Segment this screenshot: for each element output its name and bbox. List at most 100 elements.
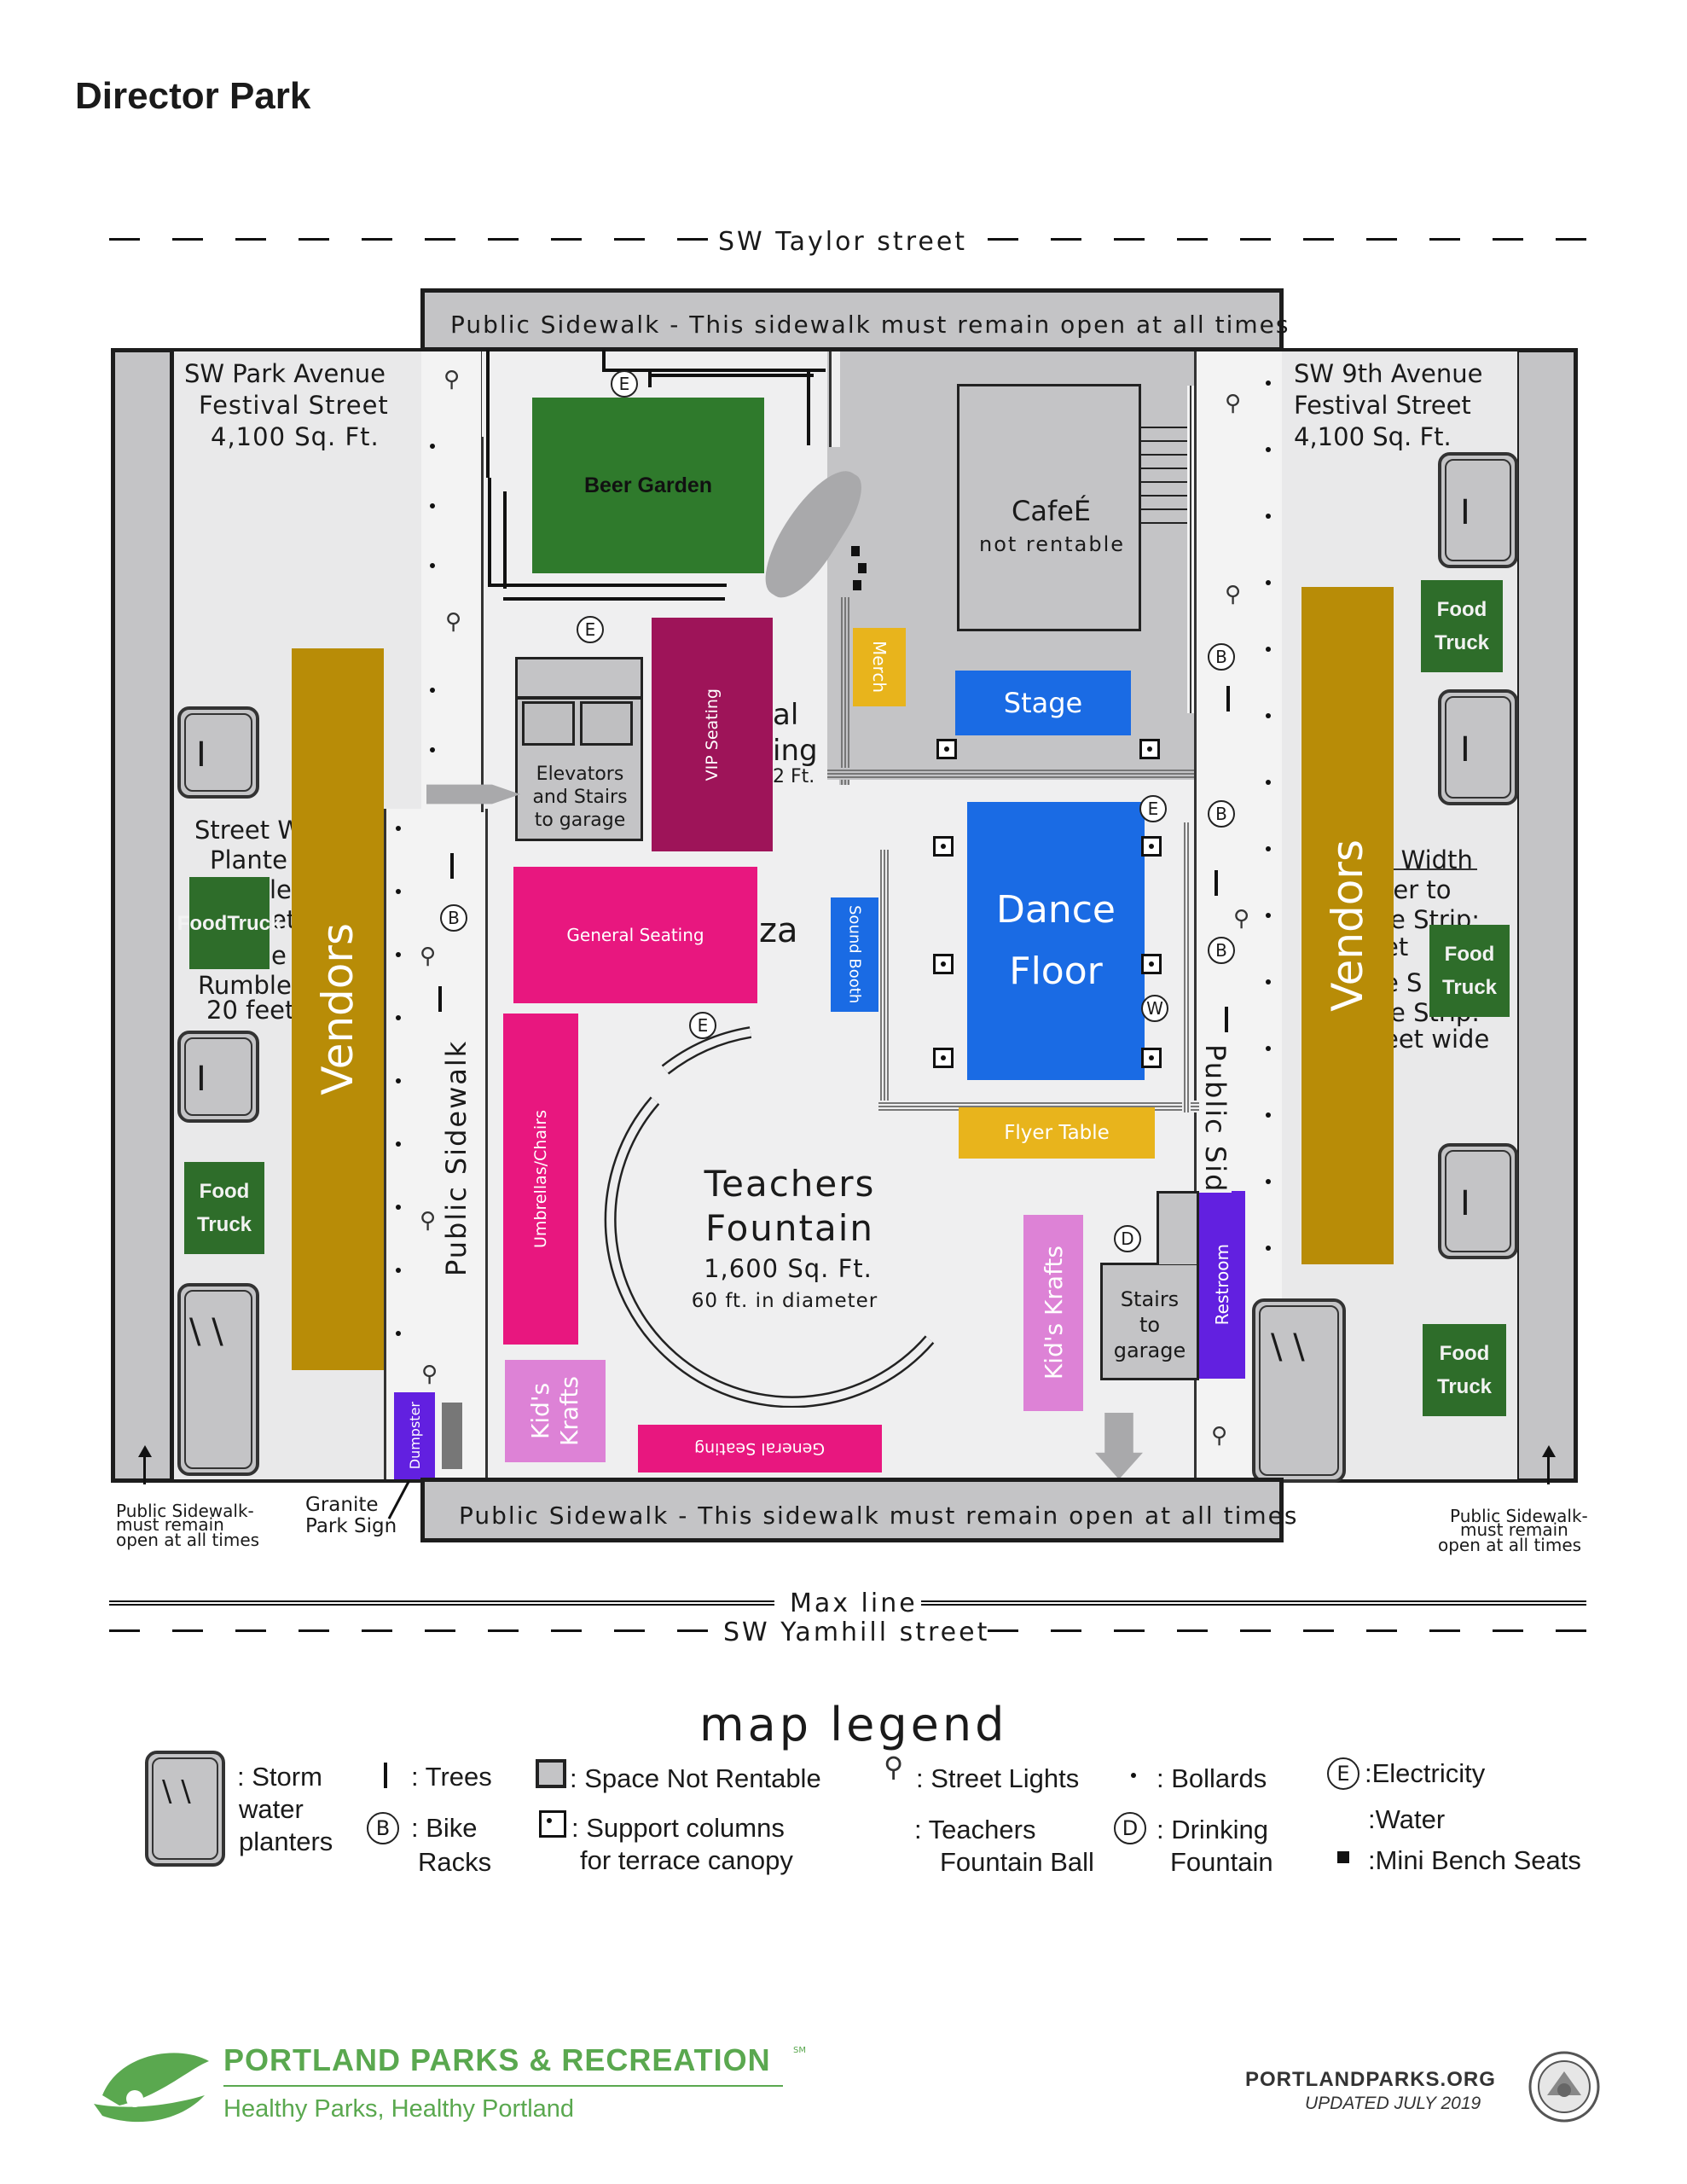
fountain-size: 1,600 Sq. Ft. [704, 1254, 872, 1283]
planter-mark: \ \ [162, 1774, 191, 1809]
footer-rule [223, 2085, 783, 2087]
kids-krafts-left[interactable]: Kid's Krafts [505, 1360, 606, 1462]
wall [829, 351, 840, 447]
cafe-note: not rentable [979, 532, 1126, 556]
food-truck-right-3-line1: Food [1439, 1342, 1490, 1365]
left-note-2: Plante [210, 845, 287, 874]
page-title: Director Park [75, 75, 311, 117]
street-light-icon: ⚲ [1233, 906, 1250, 932]
tree-icon [1226, 686, 1230, 712]
right-sidewalk-label: Public Sid [1199, 1044, 1232, 1194]
support-column [1141, 1048, 1162, 1068]
mini-bench [853, 580, 861, 590]
legend-bollards: : Bollards [1157, 1763, 1267, 1793]
stage[interactable]: Stage [955, 671, 1131, 735]
left-note-3: le [270, 875, 292, 904]
legend-tree-icon [384, 1763, 387, 1788]
left-sidewalk-note-1: Public Sidewalk- [116, 1501, 254, 1521]
city-seal [1528, 2051, 1600, 2123]
electricity-icon: E [1139, 795, 1167, 822]
flyer-table-label: Flyer Table [1004, 1122, 1110, 1144]
legend-drinking2: Fountain [1170, 1847, 1273, 1877]
bollard-icon [396, 1205, 401, 1210]
bollard-icon [396, 1331, 401, 1336]
storm-planter-left-1: I [177, 706, 259, 799]
cafe-building [957, 384, 1141, 631]
yamhill-street-label: SW Yamhill street [723, 1618, 990, 1647]
wall [488, 478, 491, 587]
tree-mark: I [1460, 493, 1470, 532]
legend-trees: : Trees [411, 1762, 492, 1792]
kids-krafts-left-label: Kid's Krafts [526, 1376, 583, 1446]
left-sidewalk-label: Public Sidewalk [440, 1039, 472, 1276]
food-truck-left-lower-line1: Food [199, 1180, 250, 1203]
restroom-label: Restroom [1212, 1244, 1232, 1326]
website-url[interactable]: PORTLANDPARKS.ORG [1245, 2068, 1496, 2091]
left-sidewalk-note-3: open at all times [116, 1530, 260, 1550]
restroom[interactable]: Restroom [1199, 1191, 1245, 1379]
support-column [933, 1048, 954, 1068]
merch[interactable]: Merch [853, 628, 906, 706]
right-note-7: eet wide [1383, 1025, 1490, 1054]
tagline: Healthy Parks, Healthy Portland [223, 2095, 575, 2123]
elevator-car [580, 701, 633, 746]
food-truck-left-upper-line2: Truck [227, 911, 282, 935]
tree-icon [450, 853, 454, 879]
left-lane-strip [111, 348, 174, 1483]
bottom-sidewalk-label: Public Sidewalk - This sidewalk must rem… [459, 1502, 1299, 1530]
sound-booth[interactable]: Sound Booth [831, 897, 878, 1012]
water-icon: W [1141, 995, 1168, 1022]
storm-planter-left-2: I [177, 1031, 259, 1123]
legend-bike: : Bike [411, 1813, 478, 1843]
bollard-icon [1266, 1179, 1271, 1184]
legend-bench-icon [1337, 1851, 1349, 1863]
general-seating-bottom[interactable]: General Seating [638, 1425, 882, 1472]
beer-garden[interactable]: Beer Garden [532, 398, 764, 573]
arrow-head [138, 1445, 152, 1457]
vendors-left[interactable]: Vendors [292, 648, 384, 1370]
dumpster[interactable]: Dumpster [394, 1392, 435, 1479]
food-truck-right-1-line1: Food [1436, 598, 1487, 621]
wall [503, 597, 725, 601]
left-note-7: 20 feet [206, 996, 295, 1025]
park-ave-line2: Festival Street [199, 391, 389, 420]
support-column [933, 836, 954, 857]
kids-krafts-right[interactable]: Kid's Krafts [1023, 1215, 1083, 1411]
umbrellas-chairs[interactable]: Umbrellas/Chairs [503, 1014, 578, 1345]
legend-bollard-icon [1131, 1773, 1136, 1778]
general-seating-top[interactable]: General Seating [513, 867, 757, 1003]
legend-ball: : Teachers [914, 1815, 1036, 1844]
vip-seating[interactable]: VIP Seating [652, 618, 773, 851]
legend-space-icon [536, 1759, 566, 1788]
park-ave-line1: SW Park Avenue [184, 359, 386, 388]
kids-krafts-right-label: Kid's Krafts [1039, 1246, 1068, 1380]
right-sidewalk-note-3: open at all times [1438, 1535, 1582, 1555]
legend-water: :Water [1368, 1804, 1446, 1834]
wall [488, 584, 727, 587]
legend-support2: for terrace canopy [580, 1845, 793, 1875]
legend-drinking-icon: D [1114, 1812, 1146, 1844]
terrace-steps [839, 597, 849, 785]
storm-planter-right-2: I [1438, 689, 1518, 805]
umbrellas-chairs-label: Umbrellas/Chairs [531, 1109, 550, 1248]
hidden-ft: 2 Ft. [773, 766, 815, 787]
vendors-right-label: Vendors [1323, 839, 1372, 1012]
flyer-table[interactable]: Flyer Table [959, 1107, 1155, 1159]
arrow-head [1542, 1445, 1556, 1457]
bollard-icon [430, 503, 435, 508]
ninth-ave-line1: SW 9th Avenue [1294, 359, 1483, 388]
legend-bench: :Mini Bench Seats [1368, 1845, 1581, 1875]
left-upper-sidewalk-strip [421, 351, 484, 812]
park-ave-line3: 4,100 Sq. Ft. [211, 422, 380, 451]
storm-planter-left-3: \ \ [177, 1283, 259, 1476]
fountain-ring [604, 1026, 935, 1408]
terrace-steps [827, 768, 1194, 780]
vendors-right[interactable]: Vendors [1301, 587, 1394, 1264]
bollard-icon [1266, 780, 1271, 785]
